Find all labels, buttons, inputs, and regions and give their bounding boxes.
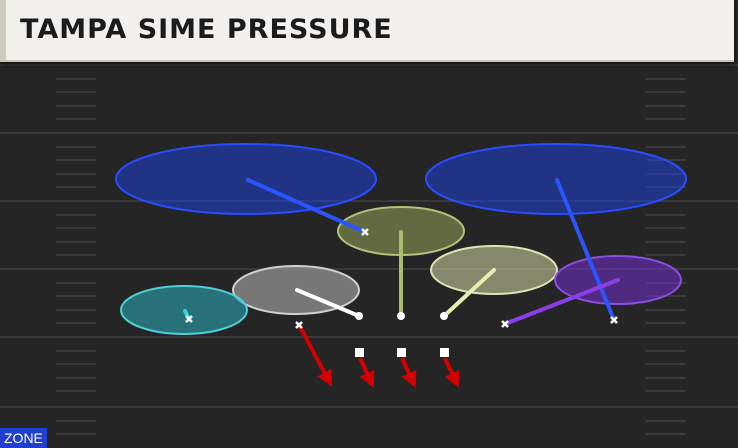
x-mark-icon [361,228,369,236]
x-mark-icon [501,320,509,328]
page-title: TAMPA SIME PRESSURE [20,14,393,45]
deep-zone-left [115,143,377,215]
coverage-badge: ZONE [0,428,47,448]
title-accent [0,0,6,60]
blitz-arrow-2 [358,357,375,388]
title-bar: TAMPA SIME PRESSURE [0,0,734,62]
x-mark-icon [295,321,303,329]
dot-icon [397,312,405,320]
drop-line-hole [295,288,361,318]
dot-icon [355,312,363,320]
hash-marks-left [56,78,96,435]
blitz-arrow-4 [443,357,460,388]
dot-icon [440,312,448,320]
x-mark-icon [185,315,193,323]
x-mark-icon [610,316,618,324]
drop-line-deep-right [555,178,616,322]
square-icon [355,348,364,357]
yard-lines [0,64,738,408]
drop-line-curl [442,268,496,318]
blitz-arrow-1 [297,324,333,387]
square-icon [440,348,449,357]
drop-line-deep-left [246,178,367,234]
blitz-arrow-3 [400,357,417,388]
drop-line-purple [503,278,620,326]
square-icon [397,348,406,357]
